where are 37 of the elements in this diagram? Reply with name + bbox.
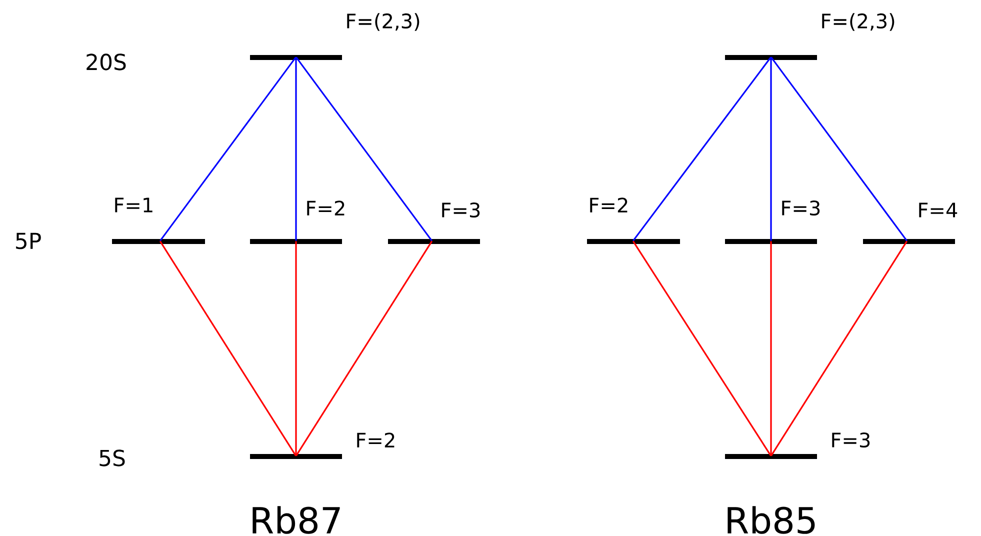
state-label: 5S [100, 450, 125, 466]
transition-line [770, 240, 908, 456]
transition-line [770, 56, 908, 242]
level-label: F=(2,3) [347, 13, 420, 31]
transition-line [295, 240, 433, 456]
transition-line [632, 240, 772, 456]
transition-line [770, 57, 772, 241]
energy-level-bar [388, 239, 480, 244]
energy-level-bar [112, 239, 205, 244]
transition-line [159, 240, 297, 456]
level-label: F=3 [782, 200, 820, 216]
state-label: 20S [86, 54, 126, 70]
transition-line [295, 57, 297, 241]
energy-level-bar [725, 55, 817, 60]
level-label: F=3 [832, 432, 870, 448]
level-label: F=3 [442, 202, 480, 218]
level-label: F=2 [307, 200, 344, 216]
level-label: F=2 [357, 432, 394, 448]
transition-line [296, 56, 432, 242]
energy-level-bar [250, 55, 342, 60]
energy-level-bar [863, 239, 956, 244]
isotope-label: Rb85 [728, 506, 815, 534]
transition-line [295, 241, 297, 456]
transition-line [632, 56, 772, 242]
level-label: F=(2,3) [822, 13, 894, 31]
state-label: 5P [16, 232, 41, 250]
energy-level-bar [725, 239, 817, 244]
level-label: F=1 [115, 198, 152, 212]
isotope-label: Rb87 [252, 506, 340, 534]
level-label: F=2 [590, 198, 628, 212]
transition-line [160, 56, 296, 242]
energy-level-bar [250, 454, 342, 459]
energy-level-bar [250, 239, 342, 244]
energy-level-bar [587, 239, 680, 244]
energy-level-bar [725, 454, 817, 459]
transition-line [770, 241, 772, 456]
level-label: F=4 [919, 202, 958, 218]
